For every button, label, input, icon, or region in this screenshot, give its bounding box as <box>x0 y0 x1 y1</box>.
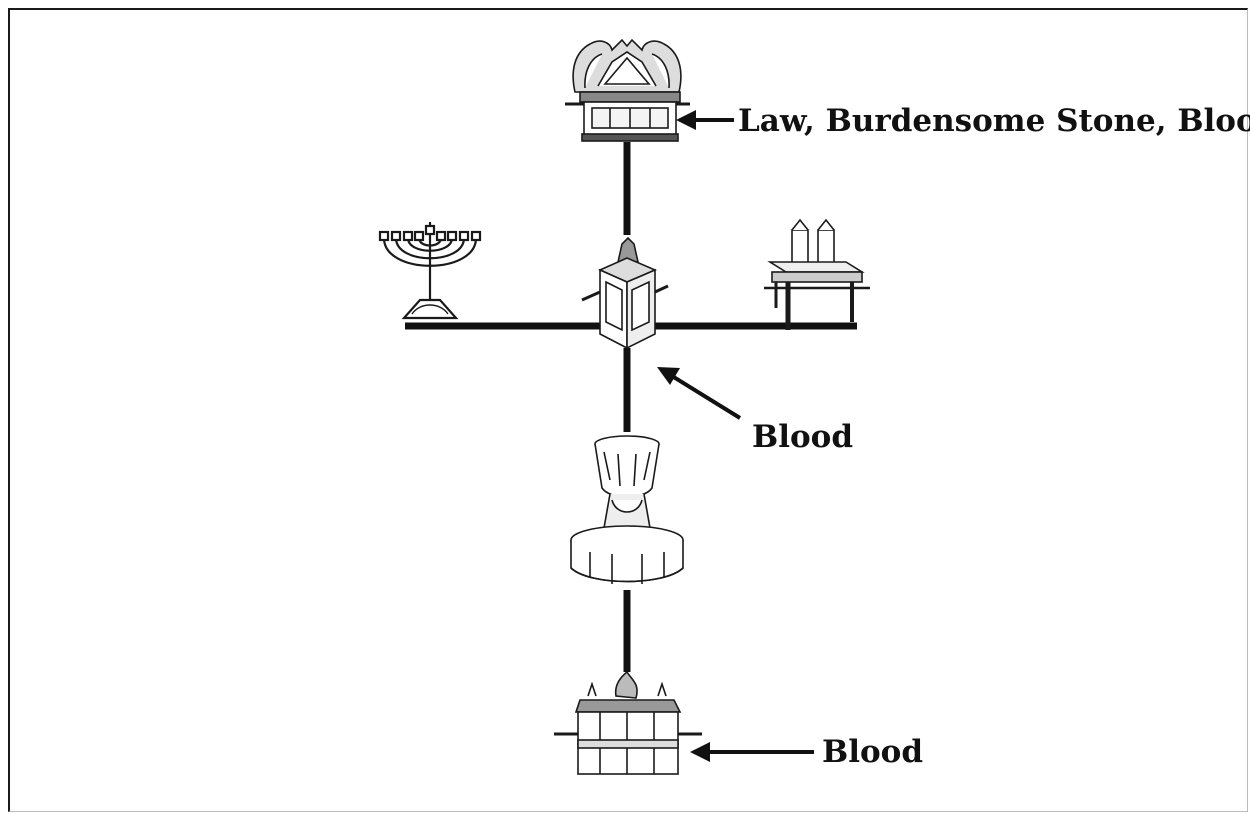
arrow-to-incense-altar <box>657 367 742 420</box>
ark-label: Law, Burdensome Stone, Blood <box>738 103 1250 139</box>
arrow-to-ark <box>676 110 734 130</box>
menorah-icon <box>378 222 482 320</box>
table-of-showbread-icon <box>764 218 870 330</box>
brazen-altar-icon <box>554 670 702 775</box>
cross-lines <box>405 142 857 672</box>
ark-of-covenant-icon <box>565 38 690 142</box>
laver-icon <box>570 435 684 584</box>
incense-altar-label: Blood <box>752 419 853 455</box>
altar-of-incense-icon <box>581 236 669 350</box>
arrows <box>657 110 814 762</box>
arrow-to-brazen-altar <box>690 742 814 762</box>
brazen-altar-label: Blood <box>822 734 923 770</box>
